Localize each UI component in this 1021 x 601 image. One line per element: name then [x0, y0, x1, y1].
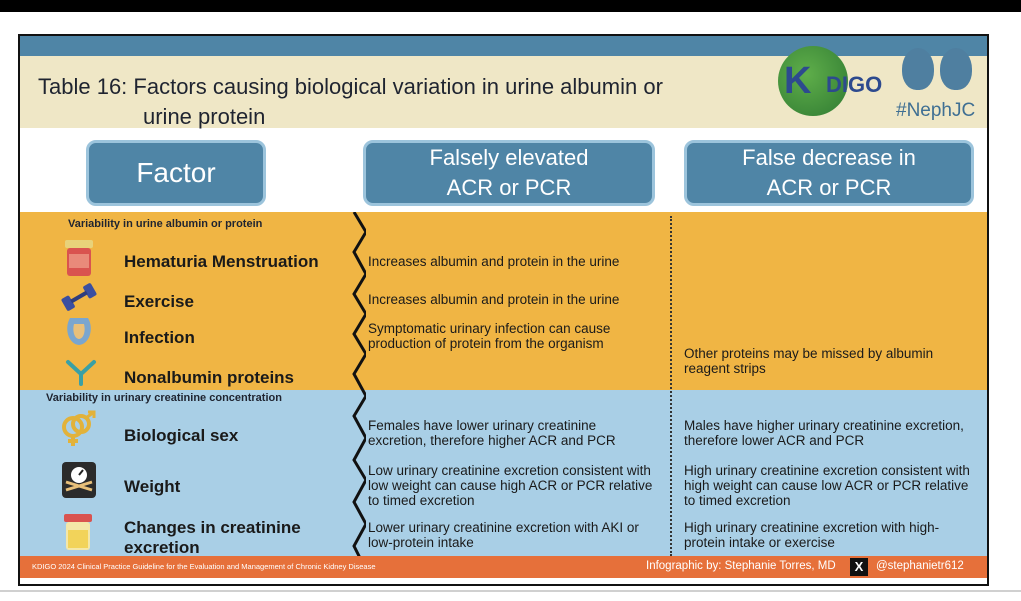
- kdigo-logo-k: K: [784, 60, 812, 102]
- specimen-cup-icon: [65, 240, 93, 276]
- elevated-exercise: Increases albumin and protein in the uri…: [368, 292, 620, 307]
- factor-biological-sex: Biological sex: [124, 426, 239, 445]
- title-line-1: Table 16: Factors causing biological var…: [38, 74, 663, 99]
- title-top-strip: [20, 36, 987, 56]
- page-title: Table 16: Factors causing biological var…: [38, 72, 758, 132]
- antibody-icon: [66, 360, 96, 386]
- decrease-biological-sex: Males have higher urinary creatinine exc…: [684, 418, 964, 448]
- footer-guideline: KDIGO 2024 Clinical Practice Guideline f…: [32, 562, 376, 571]
- footer-handle: @stephanietr612: [876, 560, 964, 572]
- urine-cup-icon: [64, 514, 92, 550]
- creatinine-section: [20, 390, 987, 560]
- header-decrease-line-2: ACR or PCR: [766, 175, 892, 200]
- footer-bar: KDIGO 2024 Clinical Practice Guideline f…: [20, 556, 987, 578]
- factor-creatinine-changes: Changes in creatinine excretion: [124, 518, 301, 557]
- elevated-infection: Symptomatic urinary infection can cause …: [368, 321, 611, 351]
- factor-nonalbumin: Nonalbumin proteins: [124, 368, 294, 387]
- elevated-weight: Low urinary creatinine excretion consist…: [368, 463, 653, 508]
- header-false-decrease: False decrease in ACR or PCR: [684, 140, 974, 206]
- section-label-albumin: Variability in urine albumin or protein: [68, 218, 263, 230]
- section-label-creatinine: Variability in urinary creatinine concen…: [46, 392, 282, 404]
- decrease-creatinine-changes: High urinary creatinine excretion with h…: [684, 520, 940, 550]
- factor-hematuria: Hematuria Menstruation: [124, 252, 319, 271]
- kdigo-logo-text: DIGO: [826, 72, 883, 97]
- title-line-2: urine protein: [143, 104, 266, 129]
- header-falsely-elevated: Falsely elevated ACR or PCR: [363, 140, 655, 206]
- elevated-hematuria: Increases albumin and protein in the uri…: [368, 254, 620, 269]
- elevated-creatinine-changes: Lower urinary creatinine excretion with …: [368, 520, 639, 550]
- header-elevated-line-2: ACR or PCR: [446, 175, 572, 200]
- header-elevated-line-1: Falsely elevated: [429, 145, 589, 170]
- kidney-right-icon: [940, 48, 972, 90]
- zigzag-divider: [352, 212, 366, 558]
- x-logo-icon: X: [850, 558, 868, 576]
- decrease-weight: High urinary creatinine excretion consis…: [684, 463, 970, 508]
- bladder-icon: [67, 318, 91, 345]
- kdigo-logo: K DIGO: [778, 46, 888, 118]
- nephjc-logo: #NephJC: [896, 44, 986, 124]
- globe-icon: [778, 46, 848, 116]
- nephjc-hashtag: #NephJC: [896, 100, 976, 121]
- kidney-left-icon: [902, 48, 934, 90]
- column-divider-dotted: [670, 216, 672, 556]
- header-factor: Factor: [86, 140, 266, 206]
- elevated-biological-sex: Females have lower urinary creatinine ex…: [368, 418, 616, 448]
- factor-infection: Infection: [124, 328, 195, 347]
- header-decrease-line-1: False decrease in: [742, 145, 916, 170]
- infographic-slide: Table 16: Factors causing biological var…: [18, 34, 989, 586]
- dumbbell-icon: [61, 283, 97, 311]
- factor-weight: Weight: [124, 477, 181, 496]
- albumin-section: [20, 212, 987, 390]
- factor-exercise: Exercise: [124, 292, 194, 311]
- footer-credit: Infographic by: Stephanie Torres, MD: [646, 560, 836, 572]
- top-black-bar: [0, 0, 1021, 12]
- scale-icon: [62, 462, 96, 498]
- bottom-separator: [0, 590, 1021, 592]
- header-factor-label: Factor: [136, 157, 216, 188]
- decrease-nonalbumin: Other proteins may be missed by albumin …: [684, 346, 934, 376]
- title-band: Table 16: Factors causing biological var…: [20, 36, 987, 129]
- gender-symbols-icon: [62, 410, 96, 446]
